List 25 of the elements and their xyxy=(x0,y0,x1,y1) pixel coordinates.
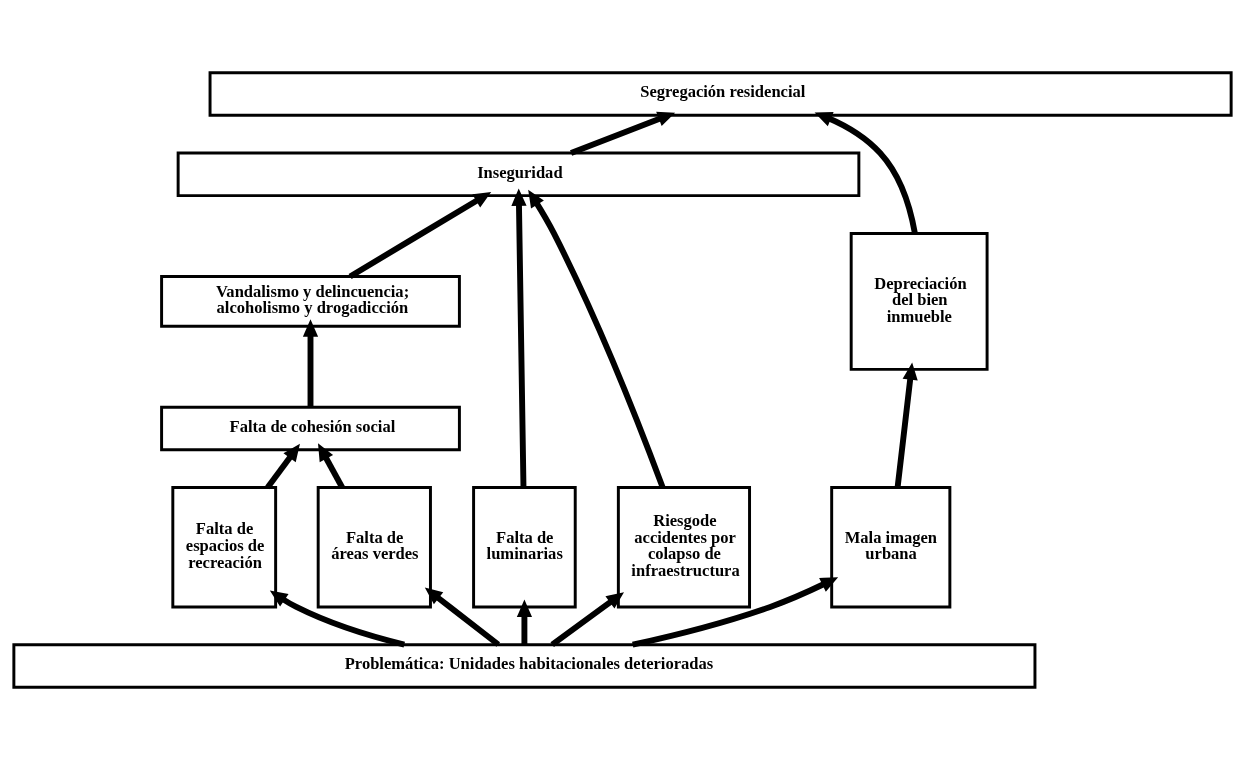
node-box: Vandalismo y delincuencia; alcoholismo y drogadicción xyxy=(159,274,461,328)
arrow xyxy=(264,443,300,489)
arrow xyxy=(510,187,527,487)
node-box: Falta de espacios de recreación xyxy=(170,485,277,608)
arrow xyxy=(424,587,500,647)
node-box: Segregación residencial xyxy=(208,70,1233,117)
node-box: Falta de luminarias xyxy=(471,485,577,608)
arrow xyxy=(549,591,624,647)
arrow xyxy=(317,442,345,489)
node-box: Inseguridad xyxy=(176,151,860,197)
node-box: Riesgode accidentes por colapso de infraestructura xyxy=(616,485,751,608)
node-box: Mala imagen urbana xyxy=(829,485,951,608)
node-box: Falta de cohesión social xyxy=(159,405,461,451)
arrow xyxy=(527,189,665,488)
arrow xyxy=(269,590,405,647)
arrow xyxy=(569,111,675,156)
arrow xyxy=(348,191,491,279)
arrow xyxy=(814,111,918,234)
arrow xyxy=(516,599,532,645)
arrow xyxy=(631,576,838,648)
node-box: Depreciación del bien inmueble xyxy=(849,231,989,371)
arrow xyxy=(302,318,318,407)
node-box: Problemática: Unidades habitacionales deterioradas xyxy=(11,642,1036,689)
node-box: Falta de áreas verdes xyxy=(316,485,432,608)
arrow xyxy=(894,361,918,488)
